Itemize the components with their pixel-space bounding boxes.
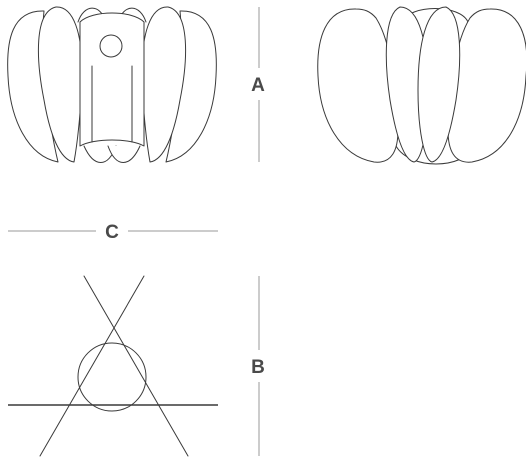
dimension-a-label: A xyxy=(251,75,265,96)
side-petal-outer-right xyxy=(447,8,526,163)
dimension-b-label: B xyxy=(251,357,265,378)
side-view xyxy=(317,6,526,165)
top-view-ring xyxy=(77,342,147,412)
side-petal-outer-left xyxy=(317,8,399,163)
dimension-c: C xyxy=(8,222,218,243)
dimension-b: B xyxy=(251,276,265,456)
dimension-a: A xyxy=(251,7,265,162)
front-center-panel xyxy=(79,12,145,147)
side-petal-inner-right xyxy=(417,6,461,163)
top-view xyxy=(8,275,218,457)
dimension-c-label: C xyxy=(105,222,119,243)
top-view-bar-right xyxy=(39,275,145,457)
front-panel-hole xyxy=(99,34,123,58)
top-view-bar-left xyxy=(83,275,189,457)
front-bottom-back-lobe-right xyxy=(107,145,141,163)
front-view xyxy=(7,6,217,163)
